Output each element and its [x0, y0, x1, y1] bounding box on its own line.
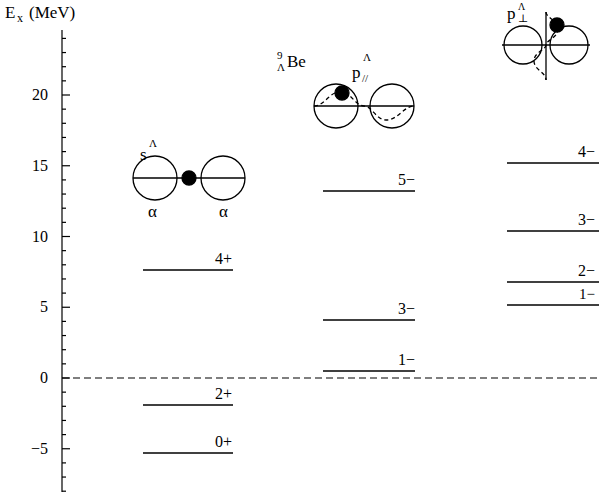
- orbital-superscript: Λ: [363, 52, 371, 63]
- orbital-subscript: ⊥: [518, 13, 528, 24]
- level-label: 1−: [398, 352, 415, 368]
- level-label: 5−: [398, 172, 415, 188]
- level-label: 3−: [578, 212, 595, 228]
- level-label: 4−: [578, 144, 595, 160]
- orbital-superscript: Λ: [518, 2, 525, 12]
- axis-unit: (MeV): [29, 4, 75, 21]
- orbital-superscript: Λ: [149, 138, 157, 149]
- axis-title-subscript: x: [17, 12, 23, 24]
- mass-number: 9: [277, 50, 283, 61]
- tick-label: −5: [31, 441, 48, 457]
- tick-label: 5: [40, 299, 48, 315]
- tick-label: 0: [40, 370, 48, 386]
- level-label: 3−: [398, 301, 415, 317]
- tick-label: 10: [32, 229, 48, 245]
- orbital-subscript: //: [362, 73, 368, 84]
- axis-title: E: [5, 4, 15, 21]
- orbital-letter: s: [140, 146, 147, 163]
- tick-label: 15: [32, 158, 48, 174]
- hyperon-subscript: Λ: [277, 62, 285, 73]
- level-label: 4+: [215, 251, 232, 267]
- p-parallel-picture: [314, 84, 414, 128]
- level-label: 2−: [578, 263, 595, 279]
- level-label: 0+: [215, 434, 232, 450]
- alpha-label: α: [148, 203, 157, 220]
- orbital-letter: p: [507, 5, 516, 22]
- level-label: 2+: [215, 386, 232, 402]
- level-lines: [143, 163, 599, 453]
- p-perp-picture: [502, 12, 590, 80]
- element-symbol: Be: [287, 53, 306, 70]
- energy-axis: [62, 30, 70, 492]
- zero-line: [62, 377, 599, 378]
- alpha-label: α: [219, 203, 228, 220]
- level-label: 1−: [579, 287, 595, 302]
- tick-label: 20: [32, 87, 48, 103]
- orbital-letter: p: [352, 64, 361, 81]
- s-cluster-picture: [133, 156, 245, 200]
